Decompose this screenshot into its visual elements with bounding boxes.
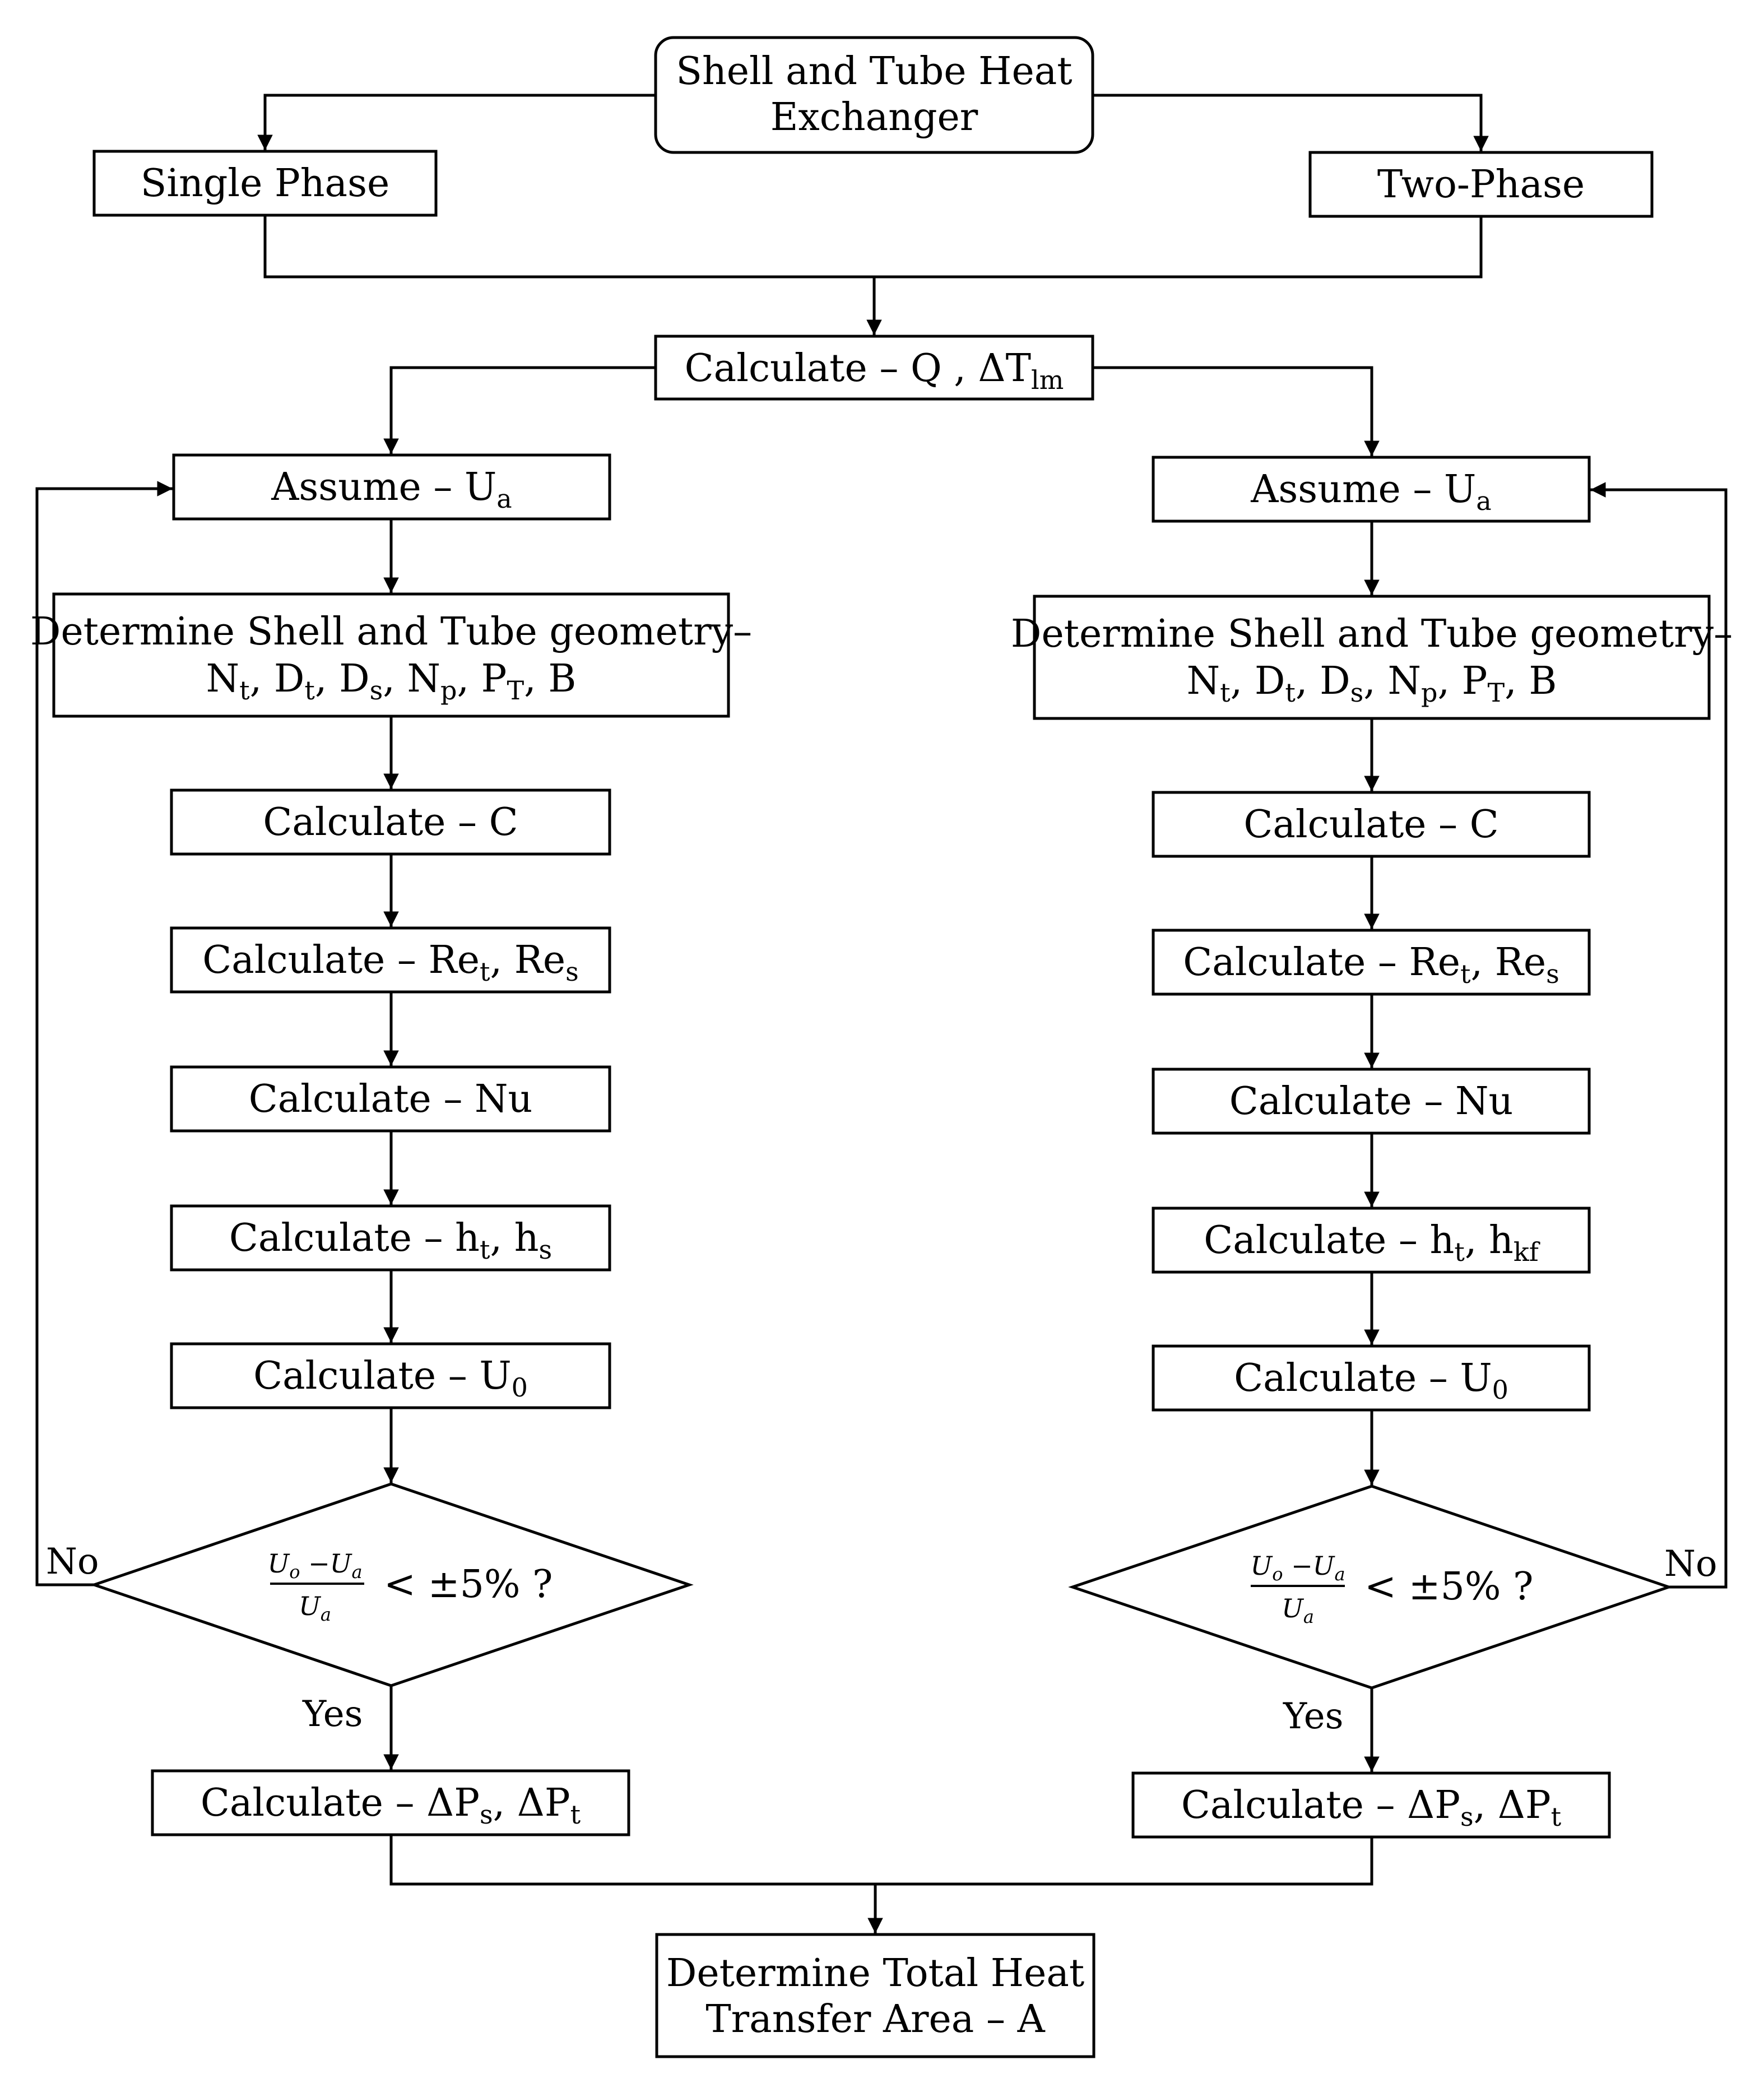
arrow-q-to-right-assume (1093, 366, 1380, 456)
left-geometry-node: Determine Shell and Tube geometry– Nt, D… (30, 592, 752, 718)
right-assume-node: Assume – Ua (1152, 456, 1591, 523)
left-calc-c-label: Calculate – C (263, 800, 518, 845)
right-calc-c-label: Calculate – C (1243, 802, 1498, 847)
left-decision-condition: < ±5% ? (384, 1562, 553, 1607)
right-geometry-line2: Nt, Dt, Ds, Np, PT, B (1187, 659, 1557, 708)
right-geometry-line1: Determine Shell and Tube geometry– (1011, 612, 1733, 656)
single-phase-label: Single Phase (141, 161, 390, 206)
merge-dp-line (389, 1835, 1373, 1886)
left-no-label: No (46, 1541, 99, 1583)
right-decision-condition: < ±5% ? (1364, 1565, 1534, 1609)
right-calc-h-label: Calculate – ht, hkf (1204, 1218, 1540, 1267)
left-calc-nu-node: Calculate – Nu (170, 1065, 611, 1133)
left-calc-dp-label: Calculate – ΔPs, ΔPt (201, 1781, 581, 1830)
left-calc-nu-label: Calculate – Nu (249, 1077, 533, 1121)
right-calc-dp-node: Calculate – ΔPs, ΔPt (1131, 1771, 1611, 1839)
right-yes-label: Yes (1283, 1696, 1343, 1737)
right-calc-nu-label: Calculate – Nu (1229, 1079, 1514, 1124)
right-calc-dp-label: Calculate – ΔPs, ΔPt (1181, 1783, 1562, 1832)
left-assume-node: Assume – Ua (172, 453, 611, 521)
arrow-start-to-two (1093, 94, 1489, 151)
left-decision-node: Uo −Ua Ua < ±5% ? (90, 1482, 694, 1687)
right-calc-nu-node: Calculate – Nu (1152, 1068, 1591, 1135)
final-line2: Transfer Area – A (705, 1997, 1045, 2042)
left-yes-label: Yes (302, 1694, 363, 1735)
left-calc-h-node: Calculate – ht, hs (170, 1204, 611, 1272)
left-decision-denominator: Ua (299, 1591, 331, 1625)
left-calc-re-label: Calculate – Ret, Res (202, 938, 579, 987)
calc-q-label: Calculate – Q , ΔTlm (685, 346, 1064, 395)
left-calc-u0-node: Calculate – U0 (170, 1342, 611, 1409)
right-calc-u0-node: Calculate – U0 (1152, 1344, 1591, 1412)
right-geometry-node: Determine Shell and Tube geometry– Nt, D… (1011, 595, 1733, 720)
left-calc-re-node: Calculate – Ret, Res (170, 926, 611, 994)
right-calc-h-node: Calculate – ht, hkf (1152, 1207, 1591, 1274)
start-line2: Exchanger (770, 95, 978, 140)
start-line1: Shell and Tube Heat (676, 49, 1072, 94)
calc-q-node: Calculate – Q , ΔTlm (654, 335, 1094, 401)
right-calc-re-node: Calculate – Ret, Res (1152, 929, 1591, 996)
right-decision-numerator: Uo −Ua (1250, 1551, 1345, 1585)
left-calc-h-label: Calculate – ht, hs (229, 1216, 552, 1265)
single-phase-node: Single Phase (92, 150, 438, 217)
left-geometry-line1: Determine Shell and Tube geometry– (30, 610, 752, 654)
two-phase-label: Two-Phase (1377, 163, 1585, 207)
merge-phases-line (263, 215, 1483, 279)
final-line1: Determine Total Heat (666, 1951, 1084, 1996)
right-no-label: No (1664, 1543, 1717, 1585)
left-calc-dp-node: Calculate – ΔPs, ΔPt (151, 1769, 630, 1836)
arrow-q-to-left-assume (383, 366, 656, 454)
right-assume-label: Assume – Ua (1250, 467, 1491, 516)
left-calc-u0-label: Calculate – U0 (253, 1354, 528, 1403)
start-node: Shell and Tube Heat Exchanger (654, 36, 1094, 154)
final-node: Determine Total Heat Transfer Area – A (655, 1933, 1095, 2058)
right-calc-c-node: Calculate – C (1152, 791, 1591, 858)
left-calc-c-node: Calculate – C (170, 788, 611, 856)
right-decision-denominator: Ua (1282, 1593, 1314, 1627)
left-decision-numerator: Uo −Ua (267, 1548, 362, 1583)
left-assume-label: Assume – Ua (271, 465, 512, 514)
arrow-right-loop-back (1590, 482, 1728, 1589)
right-calc-re-label: Calculate – Ret, Res (1183, 940, 1559, 989)
arrow-start-to-single (257, 94, 656, 150)
right-decision-node: Uo −Ua Ua < ±5% ? (1068, 1484, 1673, 1690)
two-phase-node: Two-Phase (1308, 151, 1654, 218)
left-geometry-line2: Nt, Dt, Ds, Np, PT, B (206, 657, 577, 706)
arrow-left-loop-back (35, 481, 173, 1586)
right-calc-u0-label: Calculate – U0 (1234, 1356, 1508, 1405)
